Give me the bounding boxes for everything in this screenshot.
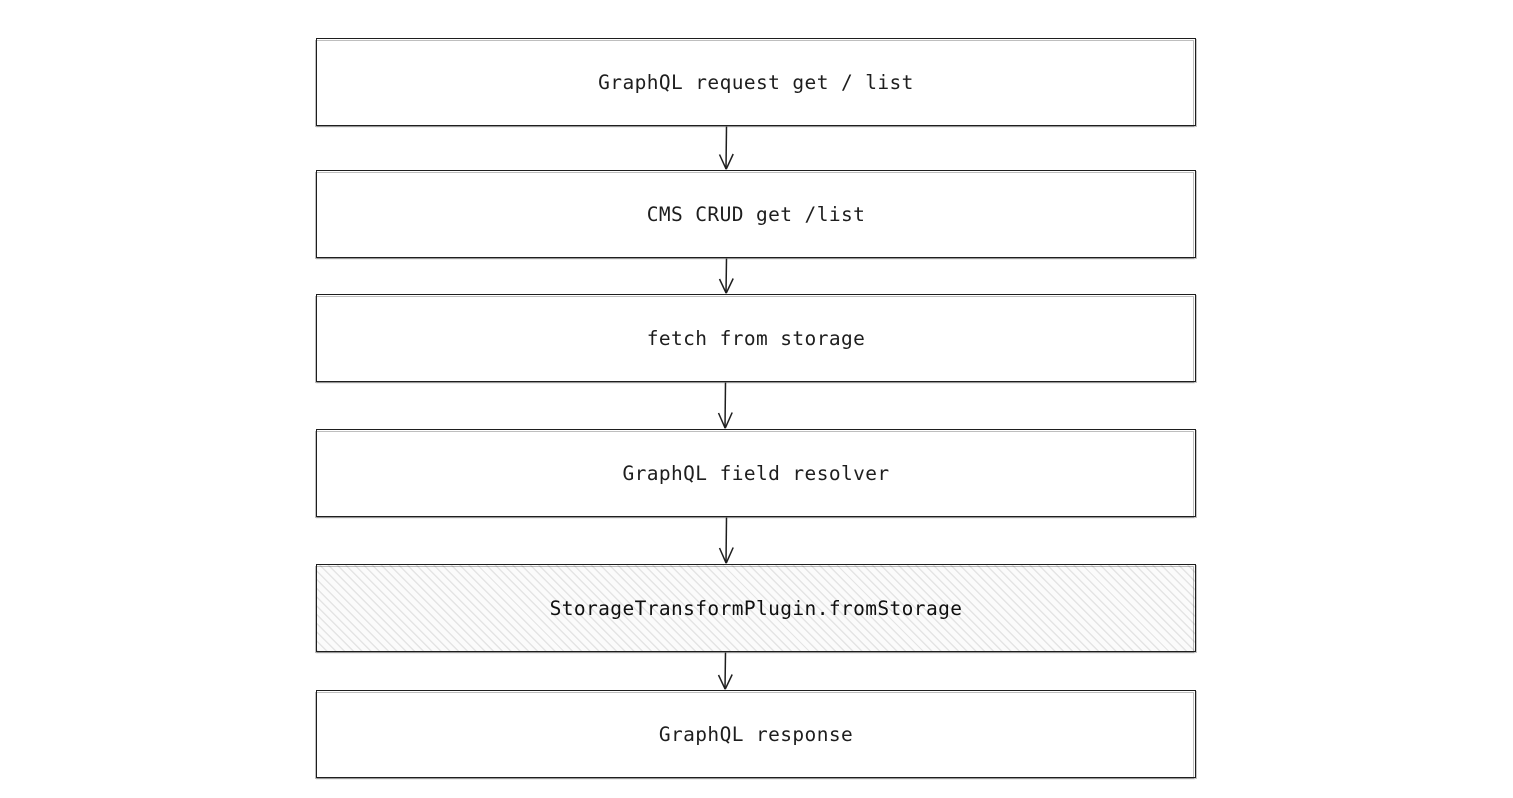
- down-arrow-icon: [717, 382, 733, 429]
- flow-node-storage-transform-plugin[interactable]: StorageTransformPlugin.fromStorage: [315, 564, 1196, 653]
- flow-arrow-4: [316, 517, 1196, 564]
- flow-node-label: GraphQL request get / list: [598, 70, 914, 94]
- flow-node-cms-crud[interactable]: CMS CRUD get /list: [315, 170, 1196, 259]
- flow-arrow-1: [316, 126, 1196, 170]
- down-arrow-icon: [717, 652, 733, 690]
- flowchart: GraphQL request get / list CMS CRUD get …: [315, 38, 1196, 779]
- flow-arrow-3: [316, 382, 1196, 429]
- flow-node-graphql-field-resolver[interactable]: GraphQL field resolver: [315, 429, 1196, 518]
- flow-node-graphql-request[interactable]: GraphQL request get / list: [315, 38, 1196, 127]
- down-arrow-icon: [718, 126, 734, 170]
- flow-node-label: StorageTransformPlugin.fromStorage: [549, 596, 963, 620]
- flow-node-label: CMS CRUD get /list: [646, 202, 866, 226]
- flow-node-label: GraphQL field resolver: [622, 461, 890, 485]
- flow-node-label: fetch from storage: [646, 326, 866, 350]
- down-arrow-icon: [718, 517, 734, 564]
- down-arrow-icon: [718, 258, 734, 294]
- flow-node-fetch-from-storage[interactable]: fetch from storage: [315, 294, 1196, 383]
- flow-node-label: GraphQL response: [658, 722, 854, 746]
- flow-arrow-5: [316, 652, 1196, 690]
- flow-node-graphql-response[interactable]: GraphQL response: [315, 690, 1196, 779]
- flow-arrow-2: [316, 258, 1196, 294]
